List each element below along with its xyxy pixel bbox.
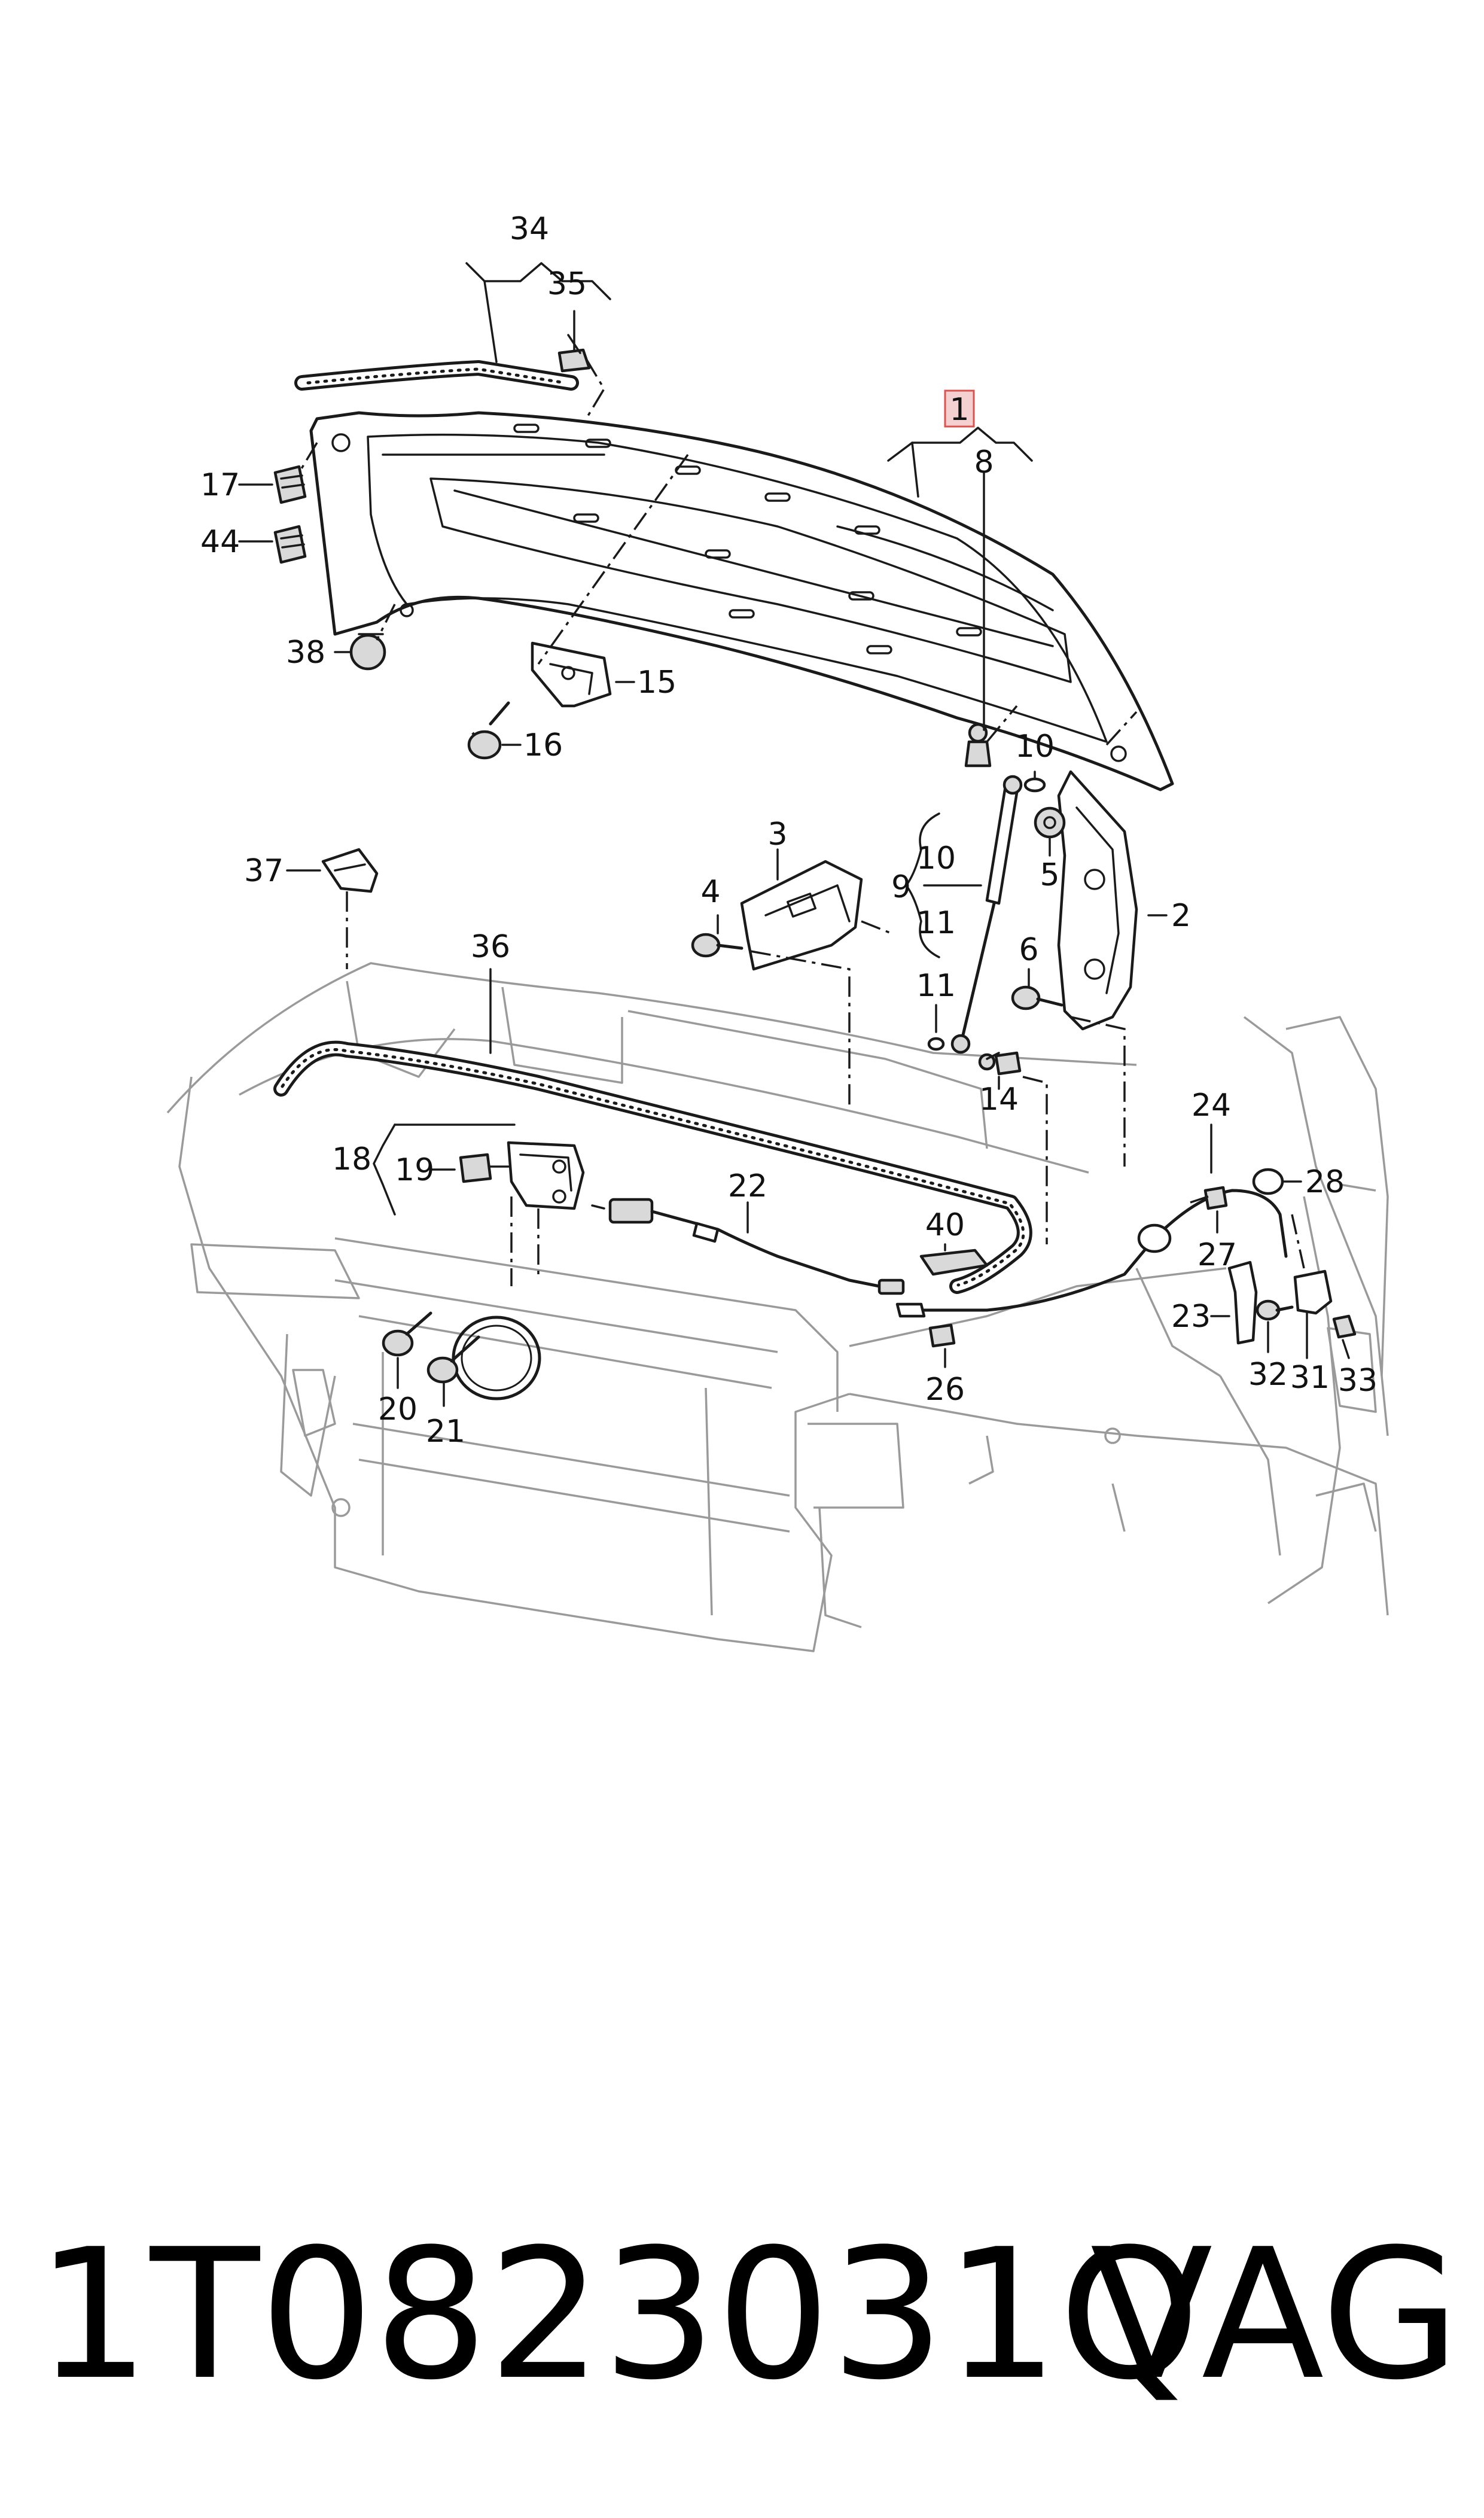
callout-1-highlight [944,389,975,428]
callout-38: 38 [286,635,325,671]
callout-19: 19 [395,1152,434,1188]
hood-seal-front [273,1040,1032,1294]
part-5-nut [1034,806,1066,839]
leader-lines [238,262,1350,1407]
part-23-handle [1227,1260,1258,1345]
callout-17: 17 [200,467,240,503]
part-32-screw [1256,1299,1294,1321]
callout-1: 1 [949,392,969,428]
callout-28: 28 [1305,1164,1345,1200]
callout-21: 21 [426,1414,465,1450]
callout-2: 2 [1171,898,1191,934]
part-38-grommet [349,633,386,671]
callout-16: 16 [523,727,563,763]
part-16-screw [467,701,510,760]
callouts: 1 34 35 8 17 44 38 15 16 10 3 37 10 5 9 … [200,211,1378,1450]
callout-35: 35 [547,266,587,302]
brand-name: VAG [1090,2211,1460,2419]
callout-34: 34 [510,211,549,247]
callout-3: 3 [767,817,787,852]
callout-10a: 10 [1015,729,1055,765]
part-9-gas-strut [950,775,1023,1054]
part-21-bolt [426,1335,480,1384]
part-18-lock [507,1141,585,1210]
part-27-clip [1203,1186,1228,1210]
callout-44: 44 [200,524,240,560]
callout-11b: 11 [916,968,956,1004]
callout-36: 36 [471,929,510,965]
part-10-clip [1023,777,1046,793]
part-14-ballstud [978,1051,1022,1076]
part-15-bracket [531,641,612,708]
callout-6: 6 [1019,932,1038,968]
part-number: 1T0823031Q [36,2211,1200,2419]
part-19-switch [459,1153,510,1183]
callout-24: 24 [1192,1088,1231,1123]
hood-panel [309,411,1174,791]
part-22-cable [591,1198,905,1295]
callout-31: 31 [1290,1360,1330,1396]
callout-5: 5 [1040,857,1059,893]
hood-seal-rear [294,360,579,391]
part-20-bolt [382,1311,432,1357]
callout-18: 18 [332,1141,371,1177]
part-8-ballstud [964,723,992,768]
callout-40: 40 [925,1207,965,1243]
callout-11a: 11 [916,905,956,941]
part-17-buffer [273,465,307,504]
callout-15: 15 [637,665,677,701]
part-6-bolt [1011,985,1064,1010]
part-26-clip [928,1323,956,1348]
callout-20: 20 [378,1392,418,1427]
part-33-clip [1332,1314,1357,1339]
part-2-hinge [1057,770,1138,1031]
part-31-bracket [1293,1269,1333,1315]
callout-9: 9 [891,869,911,905]
callout-14: 14 [979,1082,1019,1118]
callout-8: 8 [974,444,994,480]
callout-26: 26 [925,1372,965,1408]
part-24-cable [895,1168,1288,1318]
vehicle-front-body [166,962,1389,1652]
hood-slots [513,424,982,654]
part-3-bracket [740,860,863,971]
part-44-buffer [273,525,307,564]
hood-parts-diagram: 1 34 35 8 17 44 38 15 16 10 3 37 10 5 9 … [166,211,1389,1652]
part-11-clip [927,1037,945,1051]
part-4-bolt [691,933,743,958]
callout-23: 23 [1171,1299,1211,1335]
part-37-clip [321,848,379,893]
callout-27: 27 [1197,1237,1237,1273]
callout-4: 4 [700,874,720,910]
part-40-holder [919,1249,989,1276]
callout-32: 32 [1248,1357,1288,1393]
assembly-lines [298,358,1305,1286]
callout-22: 22 [728,1168,767,1204]
callout-33: 33 [1338,1363,1378,1399]
callout-10b: 10 [916,841,956,876]
callout-37: 37 [244,853,284,889]
